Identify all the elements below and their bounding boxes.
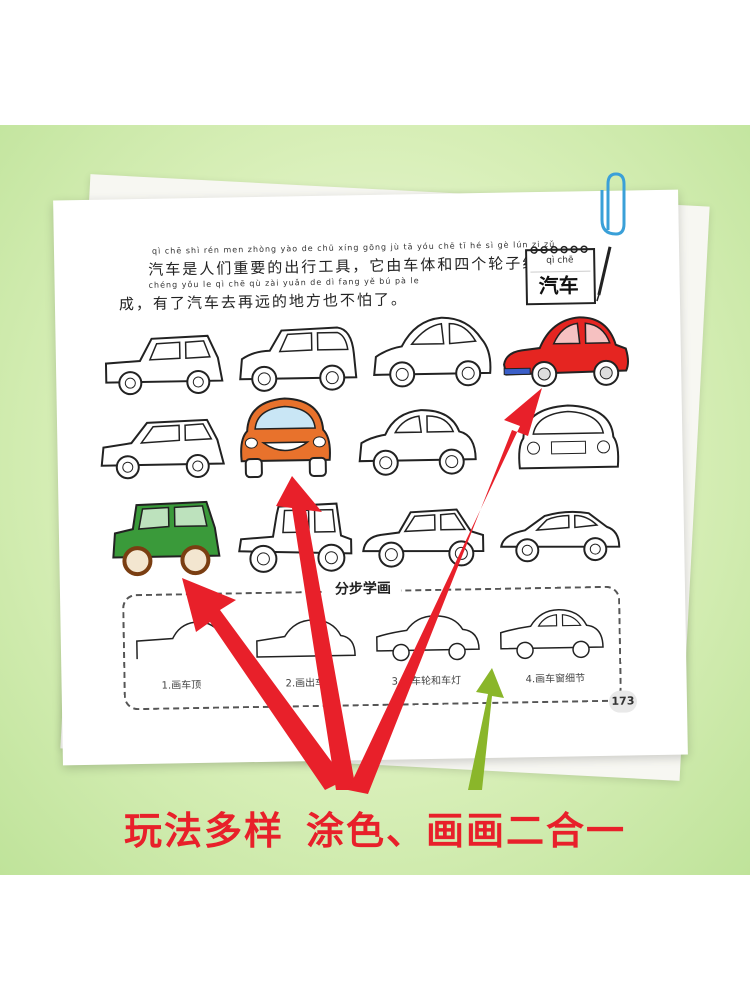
page-title: 汽车 <box>538 273 579 299</box>
page-number: 173 <box>608 690 638 713</box>
intro-text-line-2: 成，有了汽车去再远的地方也不怕了。 <box>118 290 409 314</box>
step-4-drawing <box>499 608 604 660</box>
promo-caption: 玩法多样涂色、画画二合一 <box>0 800 750 855</box>
steps-title: 分步学画 <box>324 577 402 599</box>
step-1-drawing <box>136 621 237 660</box>
step-label-3: 3.画车轮和车灯 <box>391 675 462 688</box>
step-3-drawing <box>376 615 480 662</box>
caption-part-1: 玩法多样 <box>123 809 284 853</box>
step-label-4: 4.画车窗细节 <box>525 673 586 686</box>
step-label-1: 1.画车顶 <box>161 679 202 692</box>
caption-part-2: 涂色、画画二合一 <box>306 809 627 853</box>
pencil-icon <box>596 246 612 302</box>
title-calendar-badge: qì chē 汽车 <box>524 241 612 306</box>
book-page: qì chē shì rén men zhòng yào de chū xíng… <box>53 189 688 766</box>
paperclip-icon <box>600 172 626 236</box>
intro-text-line-1: 汽车是人们重要的出行工具，它由车体和四个轮子组 <box>148 254 540 279</box>
step-label-2: 2.画出车身 <box>285 677 336 690</box>
title-pinyin: qì chē <box>546 255 574 266</box>
car-outline-1 <box>104 334 224 396</box>
step-2-drawing <box>256 619 356 658</box>
